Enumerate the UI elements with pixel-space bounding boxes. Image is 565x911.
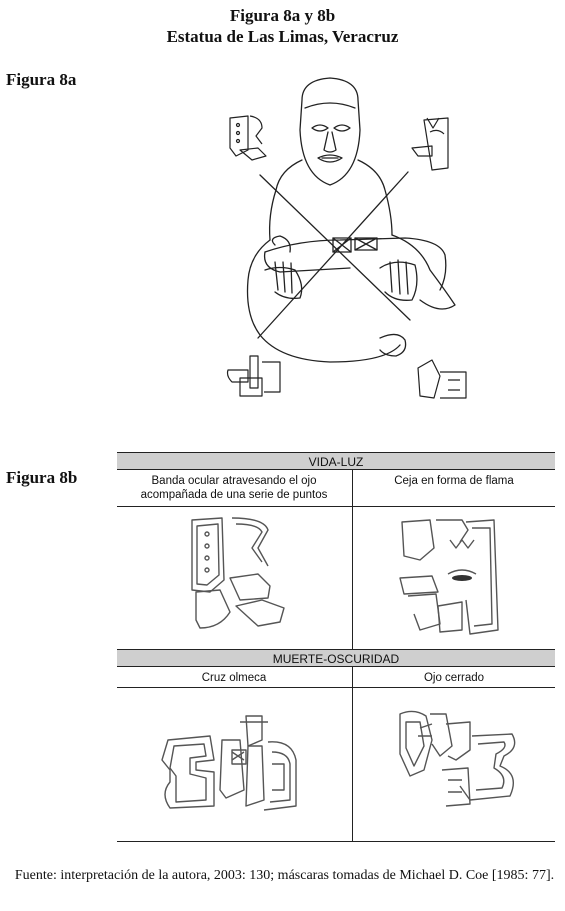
- figure-subtitle: Estatua de Las Limas, Veracruz: [166, 27, 399, 46]
- cell-ceja-flama-label: Ceja en forma de flama: [394, 475, 514, 487]
- cell-ojo-cerrado-label: Ojo cerrado: [423, 672, 485, 684]
- cell-banda-ocular-label: Banda ocular atravesando el ojo acompaña…: [140, 475, 328, 501]
- column-divider: [352, 470, 353, 649]
- symbol-table: VIDA-LUZ Banda ocular atravesando el ojo…: [117, 452, 555, 842]
- las-limas-statue-drawing: [226, 77, 467, 399]
- table-bottom-border: [117, 841, 555, 842]
- cell-cruz-olmeca-label: Cruz olmeca: [201, 672, 267, 684]
- row-divider: [117, 687, 555, 688]
- column-divider: [352, 667, 353, 842]
- figure-8b-label: Figura 8b: [6, 468, 78, 487]
- figure-caption: Fuente: interpretación de la autora, 200…: [14, 868, 555, 883]
- section-header-muerte-oscuridad: MUERTE-OSCURIDAD: [117, 649, 555, 667]
- section-header-vida-luz: VIDA-LUZ: [117, 452, 555, 470]
- figure-title: Figura 8a y 8b: [229, 6, 336, 25]
- figure-8a-label: Figura 8a: [6, 70, 77, 89]
- row-divider: [117, 506, 555, 507]
